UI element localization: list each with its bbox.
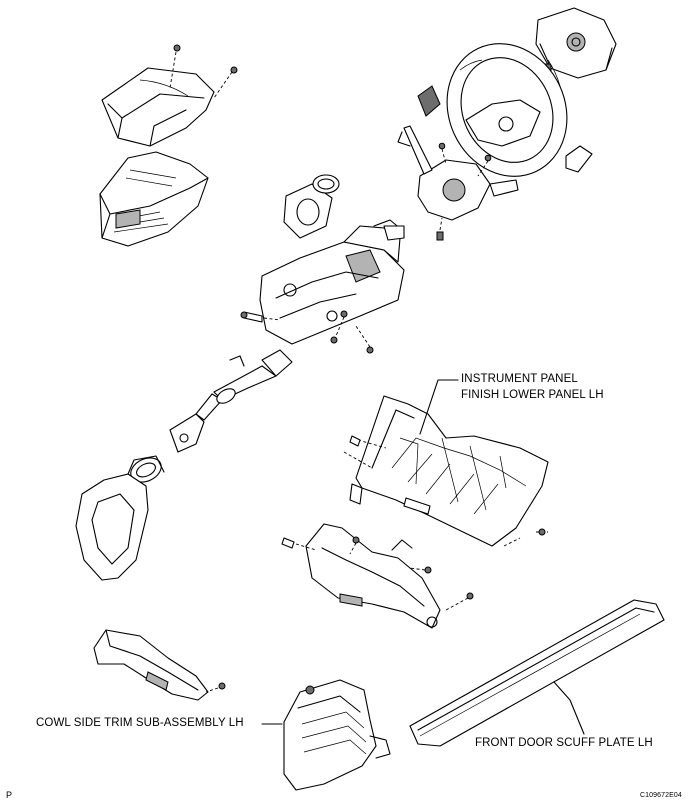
callout-instrument-panel-line1: INSTRUMENT PANEL bbox=[461, 373, 578, 385]
column-bolt-left bbox=[240, 311, 281, 323]
steering-wheel-switch bbox=[417, 85, 441, 117]
callout-cowl-side-trim: COWL SIDE TRIM SUB-ASSEMBLY LH bbox=[36, 717, 244, 729]
figure-code: C109672E04 bbox=[640, 792, 682, 799]
steering-wheel-cover bbox=[565, 145, 593, 173]
corner-mark-left: P bbox=[6, 790, 13, 800]
cowl-side-trim-lower bbox=[93, 629, 209, 701]
panel-screws bbox=[343, 435, 548, 547]
lower-column-cover bbox=[99, 151, 209, 247]
screw-upper-cover-2 bbox=[213, 66, 238, 99]
upper-column-cover bbox=[101, 67, 215, 147]
leader-lines bbox=[261, 379, 585, 735]
instrument-panel-finish-lower-panel bbox=[349, 395, 549, 547]
bracket-screws bbox=[281, 536, 474, 611]
switch-screws bbox=[436, 142, 492, 241]
combination-switch bbox=[397, 125, 519, 221]
column-hole-cover bbox=[75, 455, 165, 581]
turn-signal-ring bbox=[312, 174, 340, 194]
callout-front-door-scuff-plate: FRONT DOOR SCUFF PLATE LH bbox=[475, 737, 653, 749]
steering-wheel bbox=[446, 43, 568, 177]
cowl-side-trim-sub-assembly bbox=[283, 679, 391, 791]
steering-pad bbox=[535, 7, 617, 79]
steering-lock-housing bbox=[283, 183, 333, 239]
column-nuts bbox=[330, 310, 374, 354]
steering-column-assembly bbox=[259, 219, 405, 345]
front-door-scuff-plate bbox=[409, 599, 665, 747]
lower-panel-bracket bbox=[305, 523, 441, 629]
intermediate-shaft bbox=[169, 349, 293, 453]
screw-upper-cover-1 bbox=[169, 44, 181, 89]
cowl-side-screw bbox=[205, 682, 226, 693]
callout-instrument-panel-line2: FINISH LOWER PANEL LH bbox=[461, 389, 604, 401]
